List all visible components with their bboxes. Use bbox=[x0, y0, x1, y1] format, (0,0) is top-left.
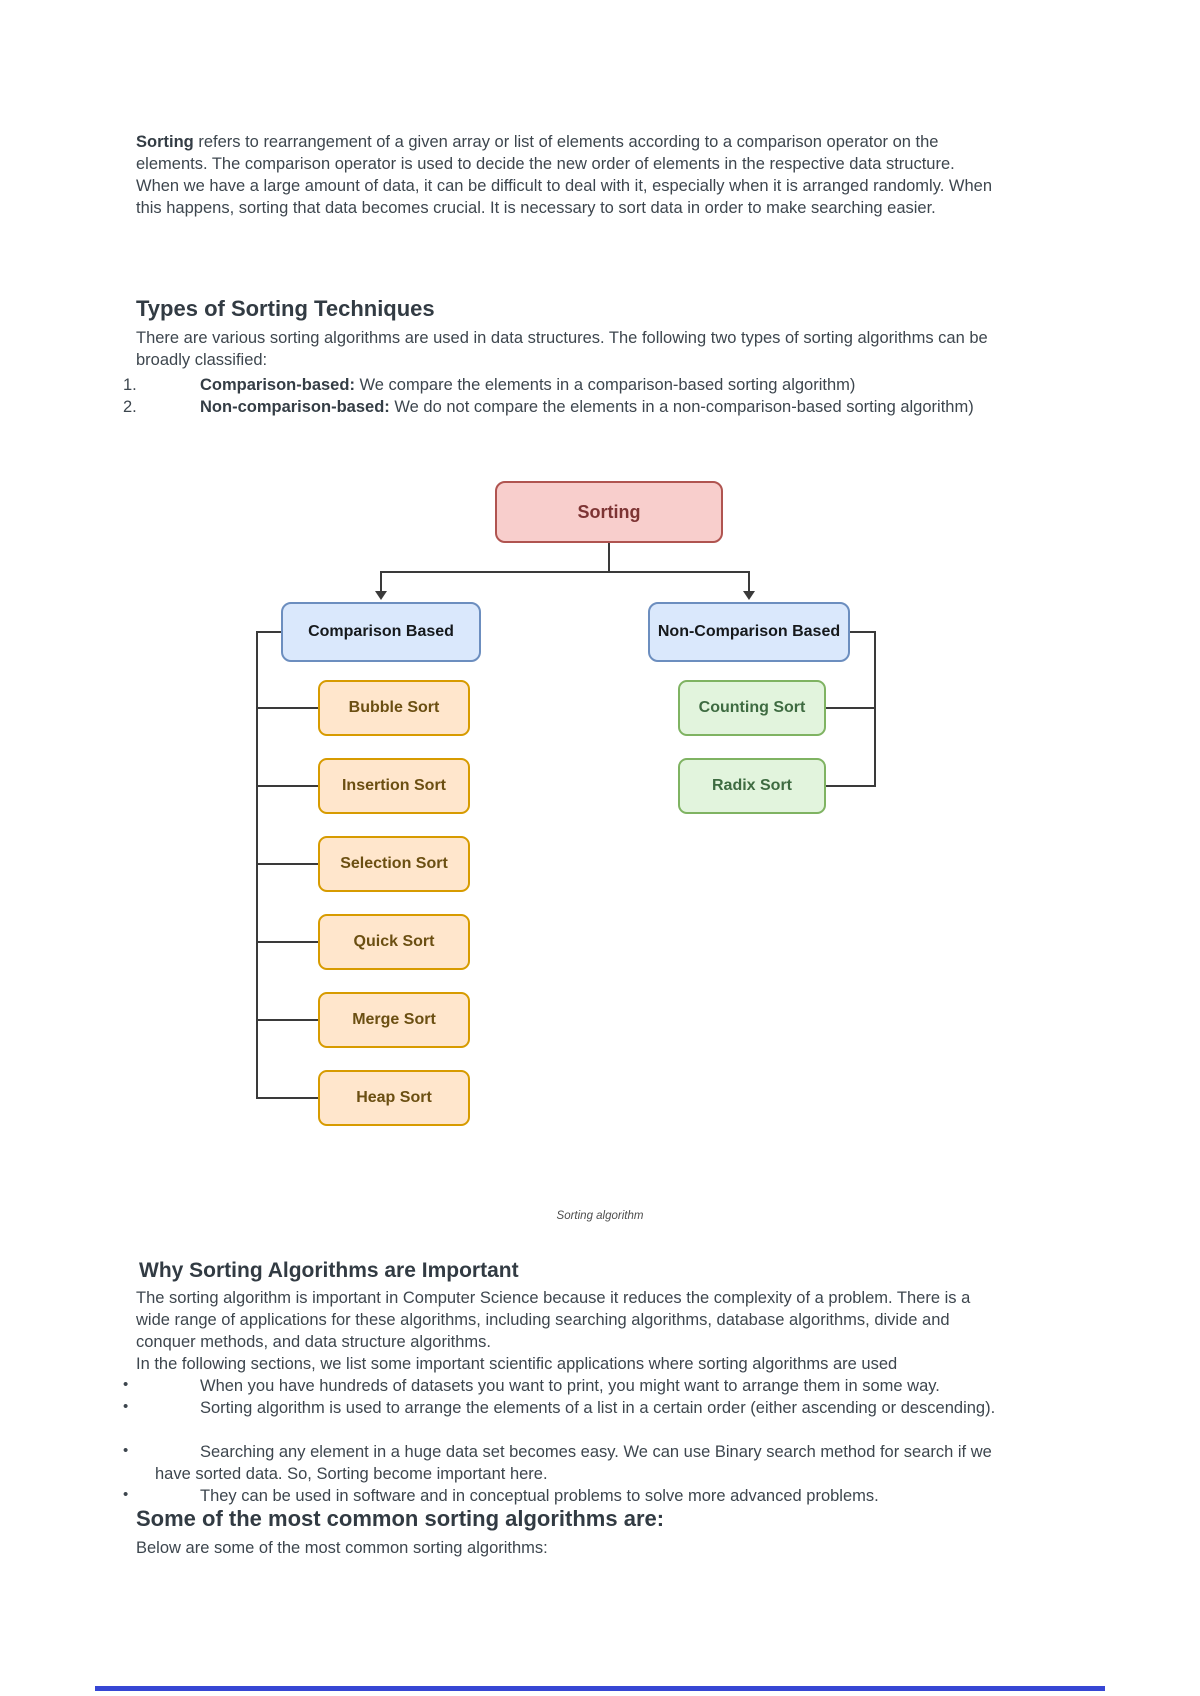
connector-stem bbox=[608, 543, 610, 572]
connector-drop-right bbox=[748, 571, 750, 591]
bullet-dot: • bbox=[123, 1442, 129, 1459]
bullet-dot: • bbox=[123, 1398, 129, 1415]
bullet-text: They can be used in software and in conc… bbox=[200, 1487, 879, 1505]
connector-right-stub-top bbox=[850, 631, 876, 633]
item-desc: We compare the elements in a comparison-… bbox=[354, 376, 856, 394]
bullet-item-2: • Sorting algorithm is used to arrange th… bbox=[123, 1397, 1003, 1419]
item-number: 2. bbox=[123, 398, 137, 416]
types-intro: There are various sorting algorithms are… bbox=[136, 329, 988, 369]
connector-stub-insertion bbox=[256, 785, 318, 787]
common-heading: Some of the most common sorting algorith… bbox=[136, 1506, 665, 1531]
diagram-node-comparison-based: Comparison Based bbox=[281, 602, 481, 662]
diagram-node-selection-sort: Selection Sort bbox=[318, 836, 470, 892]
intro-paragraph: Sorting refers to rearrangement of a giv… bbox=[136, 131, 994, 219]
diagram-node-merge-sort: Merge Sort bbox=[318, 992, 470, 1048]
item-desc: We do not compare the elements in a non-… bbox=[389, 398, 974, 416]
bullet-dot: • bbox=[123, 1486, 129, 1503]
bullet-text: Searching any element in a huge data set… bbox=[155, 1443, 992, 1483]
bullet-item-4: • They can be used in software and in con… bbox=[123, 1485, 1003, 1507]
common-paragraph: Below are some of the most common sortin… bbox=[136, 1539, 548, 1557]
why-heading: Why Sorting Algorithms are Important bbox=[139, 1259, 519, 1282]
item-term: Non-comparison-based: bbox=[200, 398, 390, 416]
numbered-item-1: 1. Comparison-based: We compare the eleme… bbox=[123, 374, 1003, 396]
diagram-node-counting-sort: Counting Sort bbox=[678, 680, 826, 736]
table-top-border bbox=[95, 1686, 1105, 1691]
intro-lead-bold: Sorting bbox=[136, 133, 194, 151]
numbered-item-2: 2. Non-comparison-based: We do not compar… bbox=[123, 396, 1003, 418]
connector-stub-selection bbox=[256, 863, 318, 865]
intro-lead-rest: refers to rearrangement of a given array… bbox=[136, 133, 955, 173]
connector-stub-heap bbox=[256, 1097, 318, 1099]
intro-paragraph-2: When we have a large amount of data, it … bbox=[136, 177, 993, 217]
diagram-node-quick-sort: Quick Sort bbox=[318, 914, 470, 970]
arrowhead-left bbox=[375, 591, 387, 600]
bullet-item-3: • Searching any element in a huge data se… bbox=[123, 1441, 1003, 1485]
connector-stub-merge bbox=[256, 1019, 318, 1021]
diagram-caption: Sorting algorithm bbox=[556, 1210, 644, 1222]
connector-left-trunk bbox=[256, 631, 258, 1099]
connector-stub-bubble bbox=[256, 707, 318, 709]
item-term: Comparison-based: bbox=[200, 376, 355, 394]
types-heading: Types of Sorting Techniques bbox=[136, 296, 435, 321]
why-paragraph-2: In the following sections, we list some … bbox=[136, 1355, 898, 1373]
diagram-node-heap-sort: Heap Sort bbox=[318, 1070, 470, 1126]
why-paragraph: The sorting algorithm is important in Co… bbox=[136, 1289, 971, 1351]
diagram-node-non-comparison-based: Non-Comparison Based bbox=[648, 602, 850, 662]
bullet-text: Sorting algorithm is used to arrange the… bbox=[200, 1399, 996, 1417]
bullet-dot: • bbox=[123, 1376, 129, 1393]
connector-stub-quick bbox=[256, 941, 318, 943]
diagram-node-insertion-sort: Insertion Sort bbox=[318, 758, 470, 814]
bullet-text: When you have hundreds of datasets you w… bbox=[200, 1377, 940, 1395]
connector-drop-left bbox=[380, 571, 382, 591]
connector-right-trunk bbox=[874, 631, 876, 787]
connector-left-stub-top bbox=[256, 631, 281, 633]
diagram-node-sorting: Sorting bbox=[495, 481, 723, 543]
item-number: 1. bbox=[123, 376, 137, 394]
connector-stub-radix bbox=[826, 785, 876, 787]
connector-stub-counting bbox=[826, 707, 876, 709]
connector-branch bbox=[380, 571, 750, 573]
diagram-node-bubble-sort: Bubble Sort bbox=[318, 680, 470, 736]
bullet-item-1: • When you have hundreds of datasets you … bbox=[123, 1375, 1003, 1397]
diagram-node-radix-sort: Radix Sort bbox=[678, 758, 826, 814]
arrowhead-right bbox=[743, 591, 755, 600]
